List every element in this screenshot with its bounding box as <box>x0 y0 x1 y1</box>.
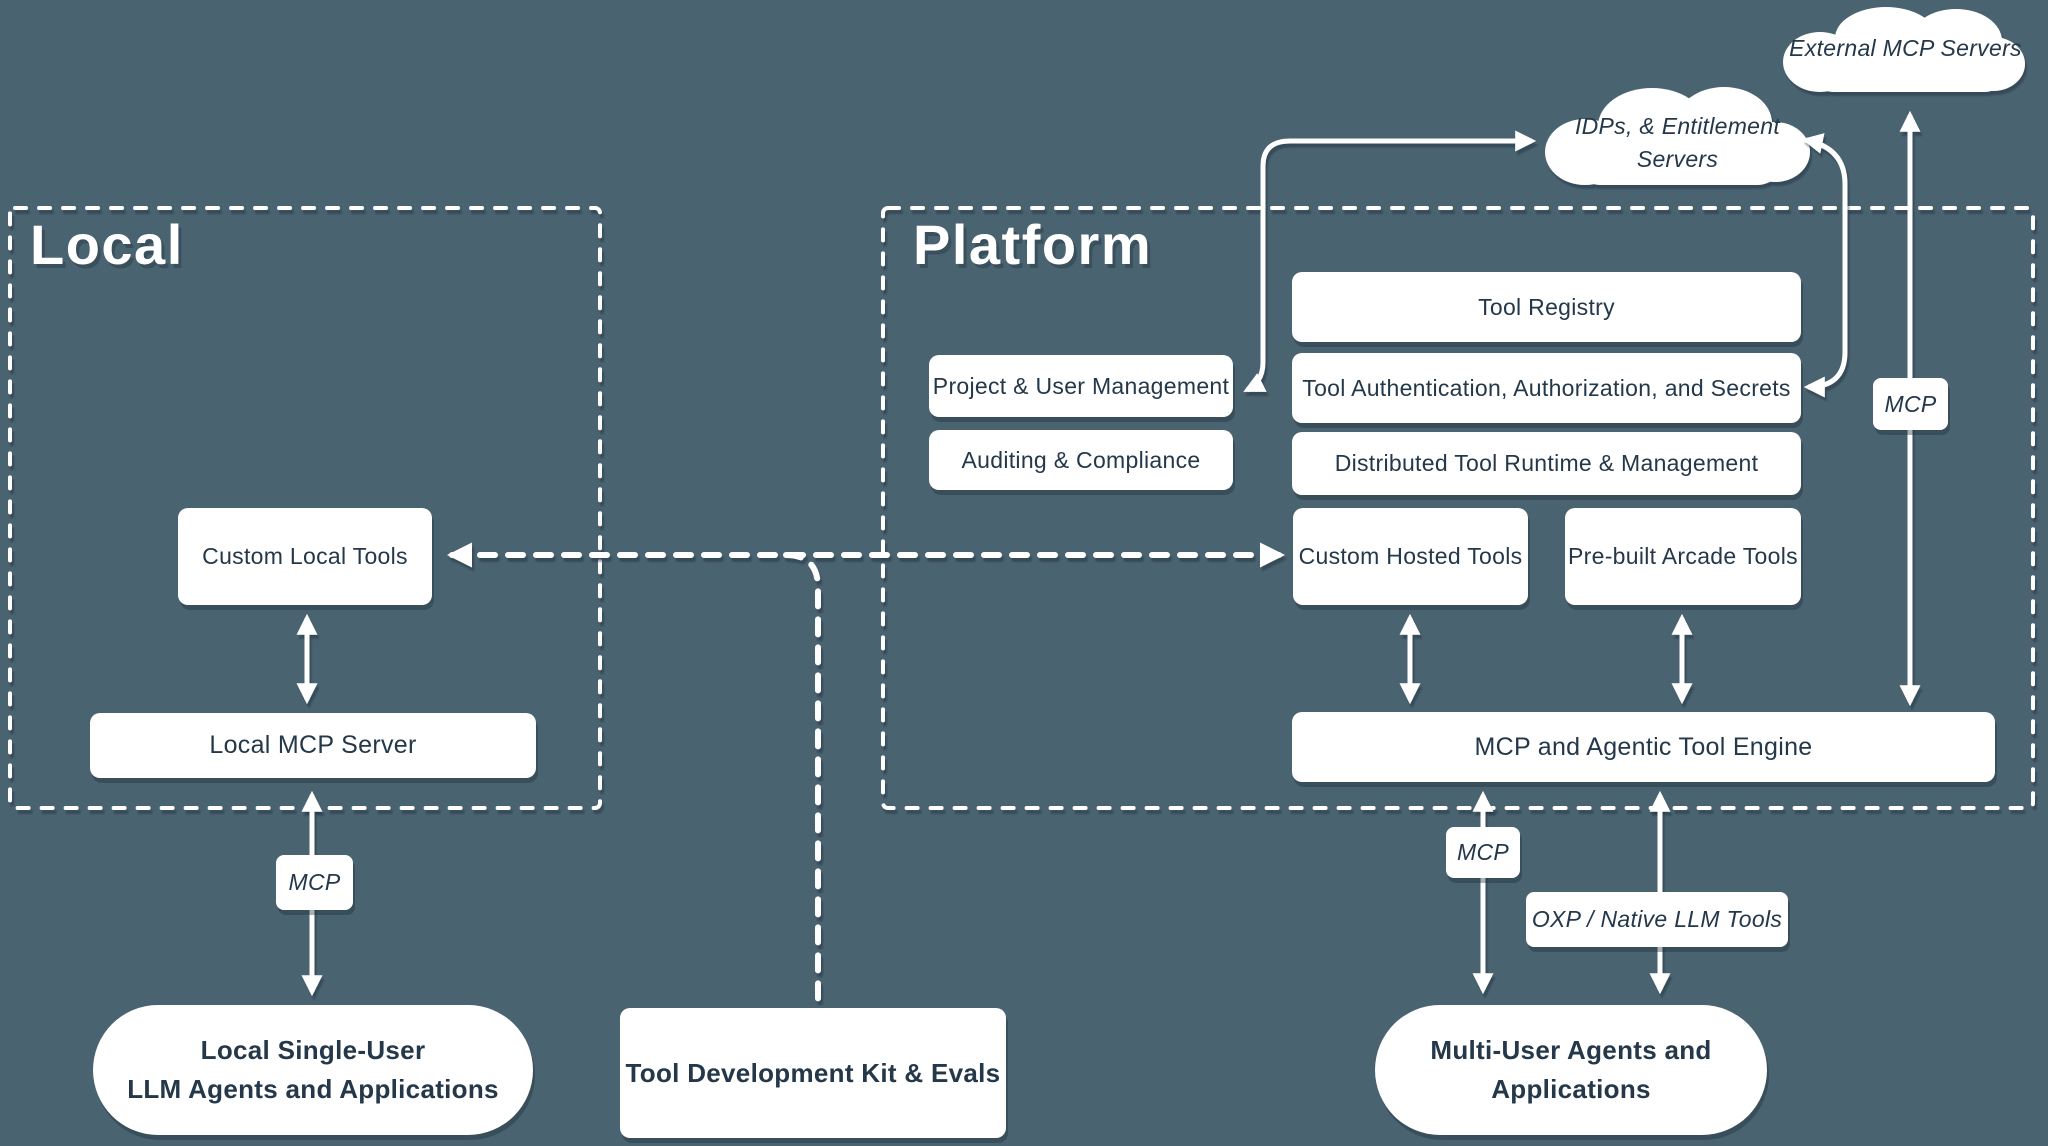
box-tool-registry: Tool Registry <box>1292 272 1801 342</box>
arrow-toolauth-idps <box>1801 133 1848 398</box>
box-local-agents: Local Single-User LLM Agents and Applica… <box>93 1005 533 1135</box>
box-custom-hosted-tools: Custom Hosted Tools <box>1293 508 1528 605</box>
label-mcp-engine: MCP <box>1446 827 1520 878</box>
platform-region-title: Platform <box>913 213 1153 276</box>
box-multi-user-agents: Multi-User Agents and Applications <box>1375 1005 1767 1135</box>
label-mcp-external: MCP <box>1873 378 1948 430</box>
dashed-branch-tdk <box>783 552 821 1005</box>
label-oxp-native-llm-tools: OXP / Native LLM Tools <box>1526 892 1788 947</box>
platform-region-border <box>881 206 2035 810</box>
box-prebuilt-arcade-tools: Pre-built Arcade Tools <box>1565 508 1801 605</box>
box-mcp-agentic-engine: MCP and Agentic Tool Engine <box>1292 712 1995 782</box>
external-mcp-cloud-label: External MCP Servers <box>1789 35 2022 61</box>
box-distributed-runtime: Distributed Tool Runtime & Management <box>1292 432 1801 495</box>
idps-cloud-shape <box>1545 87 1810 185</box>
local-region-title: Local <box>30 213 184 276</box>
arrow-projectuser-idps <box>1243 130 1537 393</box>
box-project-user-management: Project & User Management <box>929 355 1233 417</box>
external-mcp-cloud-shape <box>1783 7 2025 92</box>
box-tool-authentication: Tool Authentication, Authorization, and … <box>1292 353 1801 423</box>
box-custom-local-tools: Custom Local Tools <box>178 508 432 605</box>
label-mcp-local: MCP <box>276 855 353 910</box>
box-tool-development-kit: Tool Development Kit & Evals <box>620 1008 1006 1138</box>
box-auditing-compliance: Auditing & Compliance <box>929 430 1233 490</box>
idps-cloud-label: IDPs, & Entitlement Servers <box>1574 113 1781 173</box>
box-local-mcp-server: Local MCP Server <box>90 713 536 778</box>
